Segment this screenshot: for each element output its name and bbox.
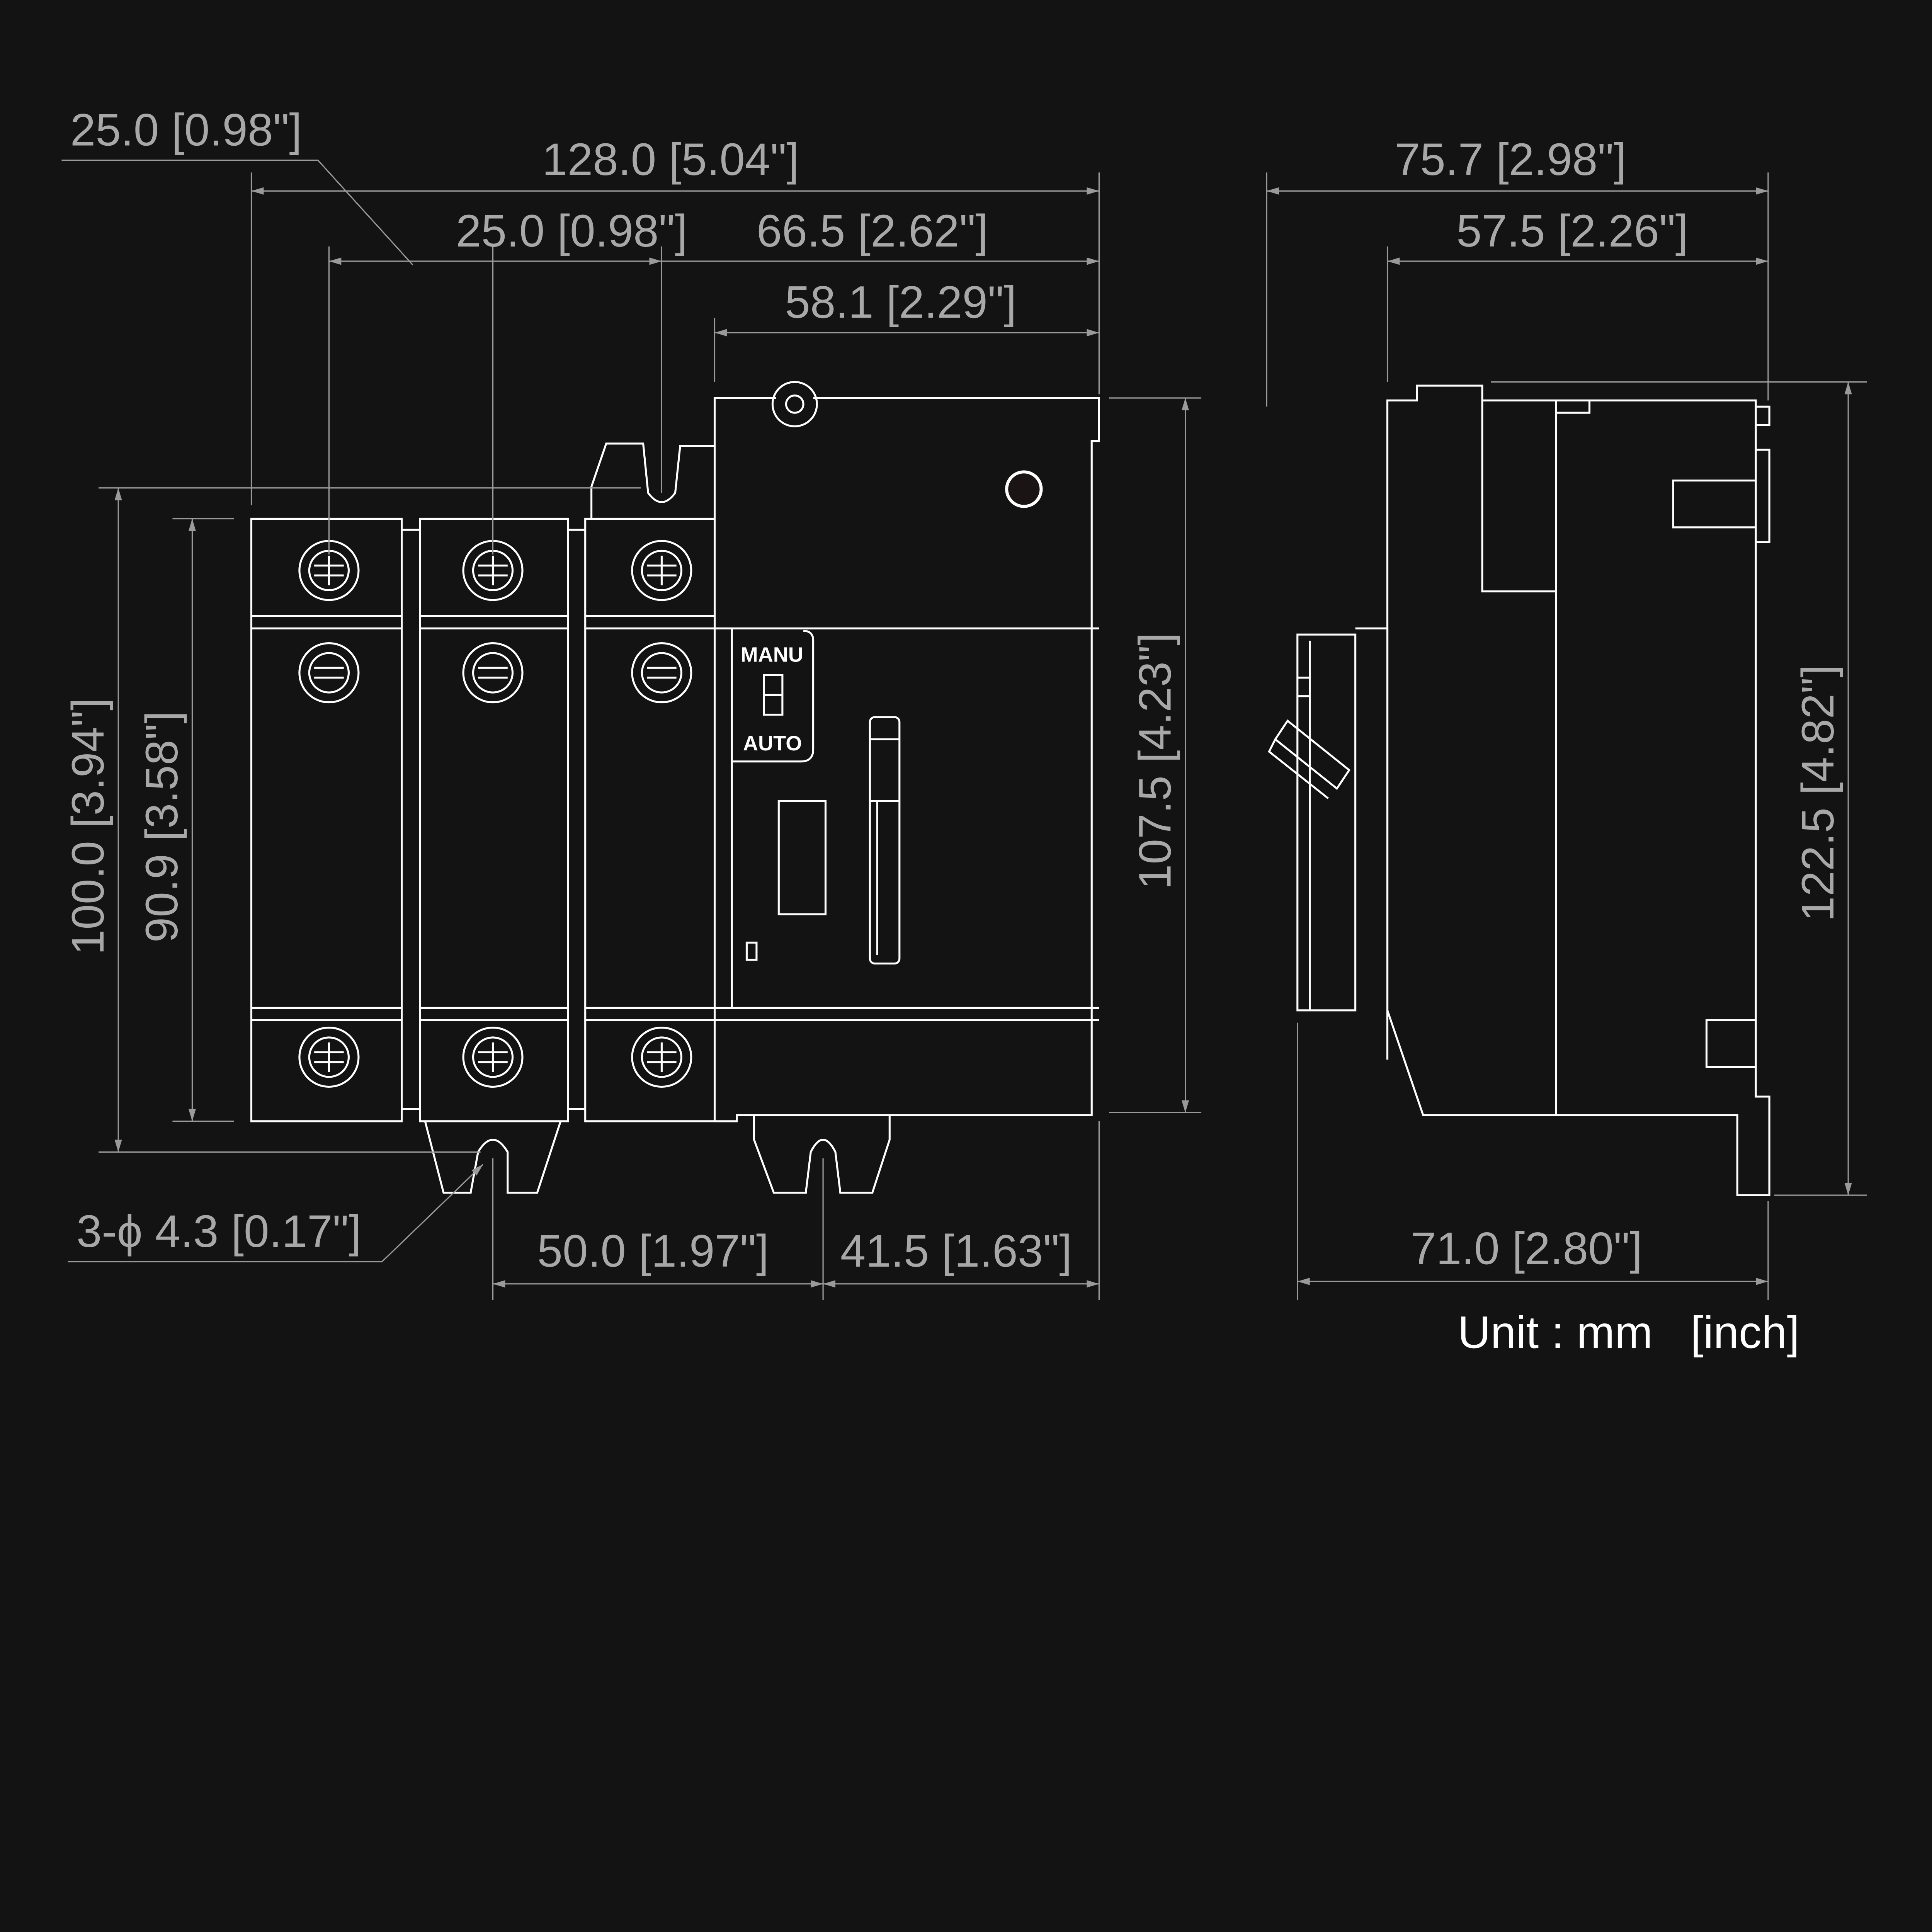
dim-controller-height: 107.5 [4.23"] (1129, 633, 1180, 889)
dim-pole-pitch: 25.0 [0.98"] (456, 206, 687, 257)
dim-width-total: 128.0 [5.04"] (542, 134, 799, 185)
screw-icon (462, 1026, 524, 1088)
unit-note: Unit : mm [inch] (1458, 1307, 1799, 1358)
side-dimensions: 75.7 [2.98"] 57.5 [2.26"] 122.5 [4.82"] … (1266, 134, 1867, 1300)
dim-height-total-side: 122.5 [4.82"] (1793, 665, 1844, 922)
dim-terminal-to-right: 66.5 [2.62"] (757, 206, 988, 257)
indicator-led (1005, 470, 1043, 508)
dim-mount-holes: 3-ϕ 4.3 [0.17"] (77, 1206, 362, 1257)
top-bracket (590, 442, 715, 519)
terminal-screws (298, 540, 692, 1088)
dim-depth-base: 71.0 [2.80"] (1411, 1223, 1642, 1274)
controller-unit: MANU AUTO (713, 381, 1100, 1122)
dim-pole-pitch-label: 25.0 [0.98"] (70, 104, 302, 155)
screw-icon (298, 1026, 360, 1088)
dimension-drawing: MANU AUTO (61, 104, 1867, 1358)
dim-terminal-height: 90.9 [3.58"] (136, 711, 187, 942)
screw-icon (631, 540, 692, 601)
screw-icon (631, 642, 692, 704)
front-view: MANU AUTO (250, 381, 1100, 1194)
front-dimensions: 128.0 [5.04"] 25.0 [0.98"] 25.0 [0.98"] … (61, 104, 1202, 1300)
display-window (777, 800, 827, 915)
label-auto: AUTO (743, 732, 802, 755)
screw-icon (631, 1026, 692, 1088)
dim-mount-pitch: 50.0 [1.97"] (537, 1226, 769, 1277)
pole-module-3 (568, 517, 1099, 1122)
dim-mount-to-right: 41.5 [1.63"] (840, 1226, 1072, 1277)
screw-icon (462, 642, 524, 704)
dim-depth-total: 75.7 [2.98"] (1395, 134, 1626, 185)
mounting-foot-right (753, 1115, 891, 1194)
label-manu: MANU (740, 643, 803, 666)
dim-controller-width: 58.1 [2.29"] (785, 277, 1016, 328)
side-view (1268, 384, 1770, 1196)
dim-depth-upper: 57.5 [2.26"] (1456, 206, 1688, 257)
dim-height-total: 100.0 [3.94"] (63, 698, 114, 955)
handle-slot[interactable] (869, 716, 901, 965)
screw-icon (298, 642, 360, 704)
pole-module-2 (401, 517, 569, 1122)
pole-module-1 (250, 517, 403, 1122)
